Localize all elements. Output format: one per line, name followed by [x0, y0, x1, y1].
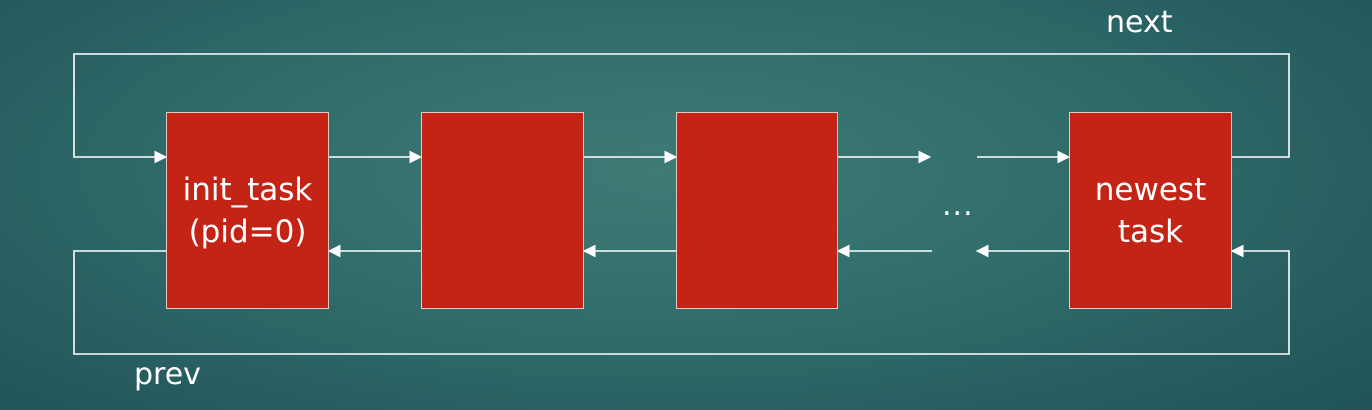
- node-task-2: [421, 112, 584, 309]
- prev-label: prev: [134, 357, 201, 392]
- next-label: next: [1106, 5, 1173, 40]
- node-label: newest task: [1094, 171, 1207, 250]
- ellipsis-label: ...: [942, 188, 974, 223]
- node-label: init_task (pid=0): [182, 171, 313, 250]
- prev-loop-line: [73, 244, 1290, 355]
- node-newest-task: newest task: [1069, 112, 1232, 309]
- node-init-task: init_task (pid=0): [166, 112, 329, 309]
- node-task-3: [676, 112, 838, 309]
- next-loop-line: [73, 53, 1290, 164]
